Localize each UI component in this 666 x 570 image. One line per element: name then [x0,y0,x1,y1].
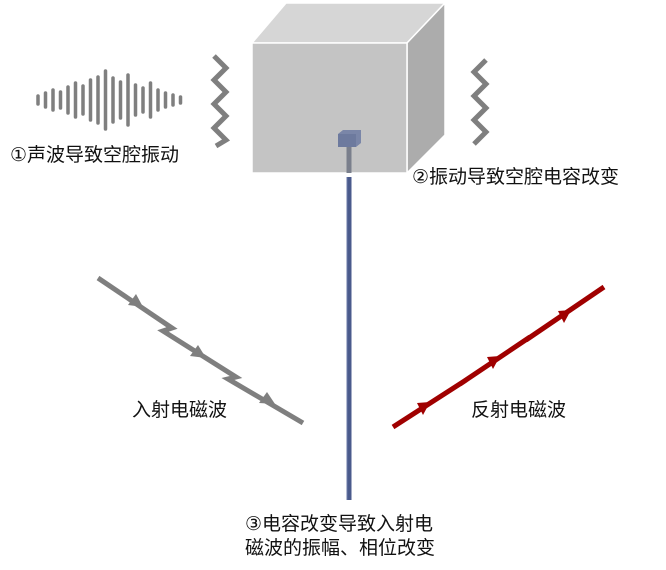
vibration-zigzag-left [210,54,231,149]
capacitive-sensor [338,130,361,173]
label-step1: ①声波导致空腔振动 [10,144,180,166]
vibration-zigzag-right [470,58,490,146]
label-step2: ②振动导致空腔电容改变 [412,166,620,188]
reflected-arrowheads [417,310,571,415]
label-step3-line2: 磁波的振幅、相位改变 [245,537,436,559]
sound-wave-icon [36,69,183,131]
cavity-cube [250,1,447,175]
incident-arrowheads [128,294,275,404]
label-incident-wave: 入射电磁波 [132,399,228,421]
label-step3-line1: ③电容改变导致入射电 [245,513,434,535]
label-reflected-wave: 反射电磁波 [471,399,567,421]
